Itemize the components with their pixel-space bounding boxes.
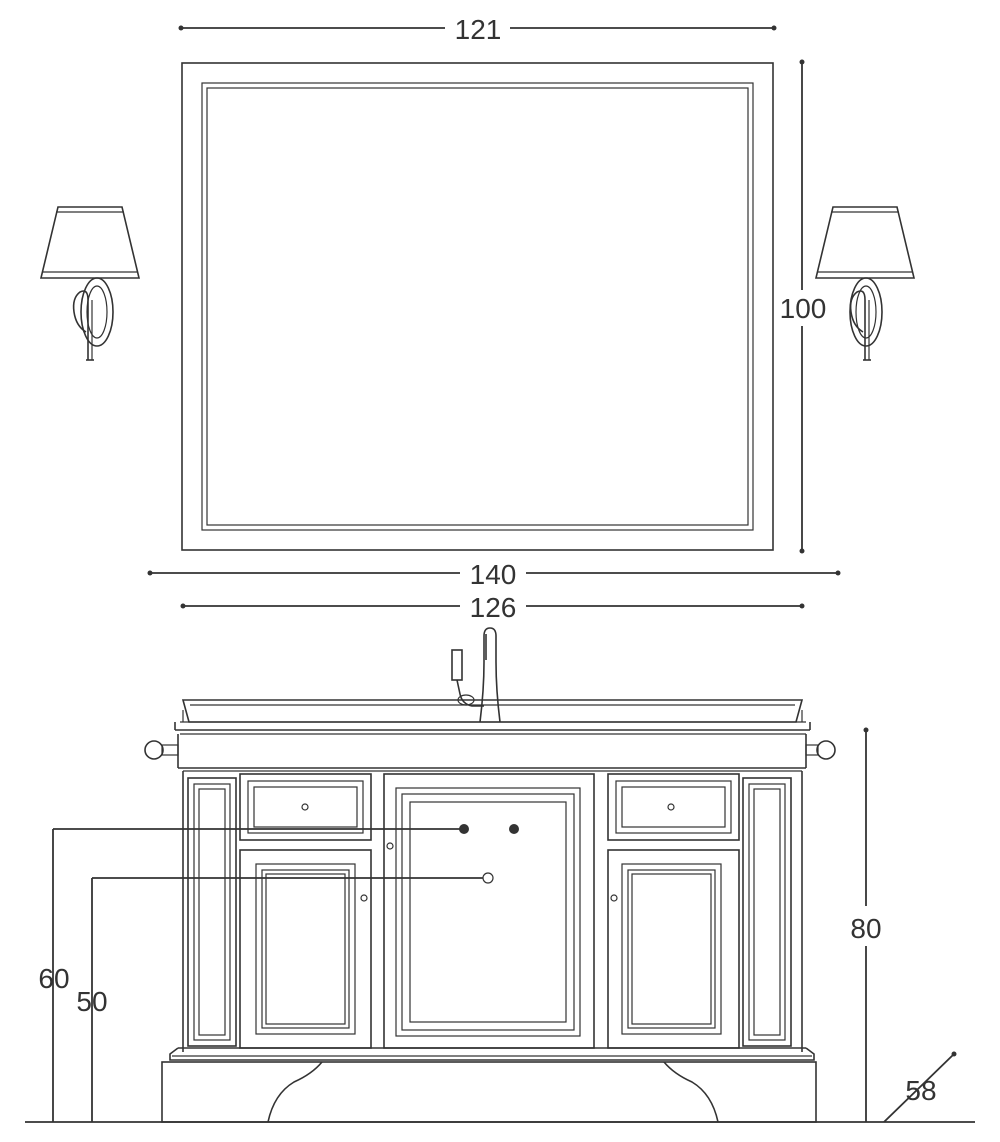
left-drawer	[239, 773, 372, 841]
left-towel-knob	[144, 740, 179, 760]
right-towel-knob	[805, 740, 836, 760]
right-door	[607, 849, 740, 1049]
cabinet-height-dimension: 80	[850, 727, 882, 1122]
depth-dimension: 58	[883, 1051, 957, 1123]
mirror-height-label: 100	[780, 293, 827, 324]
drain-height-b-label: 50	[76, 986, 107, 1017]
cabinet-width-label: 126	[470, 592, 517, 623]
overall-width-label: 140	[470, 559, 517, 590]
center-door	[383, 773, 595, 1049]
left-pilaster	[187, 777, 237, 1047]
right-drawer	[607, 773, 740, 841]
mirror-width-label: 121	[455, 14, 502, 45]
mirror	[181, 62, 774, 551]
drain-height-a-label: 60	[38, 963, 69, 994]
drain-height-a-dimension: 60	[38, 824, 519, 1122]
vanity-cabinet	[182, 771, 803, 1052]
overall-width-dimension: 140	[147, 559, 841, 590]
cabinet-height-label: 80	[850, 913, 881, 944]
cabinet-width-dimension: 126	[180, 592, 805, 623]
drain-height-b-dimension: 50	[76, 872, 494, 1122]
mirror-height-dimension: 100	[780, 59, 827, 554]
mirror-width-dimension: 121	[178, 14, 777, 45]
cabinet-base	[161, 1047, 817, 1123]
countertop	[174, 699, 811, 772]
left-door	[239, 849, 372, 1049]
depth-label: 58	[905, 1075, 936, 1106]
left-wall-lamp	[39, 206, 141, 361]
right-pilaster	[742, 777, 792, 1047]
right-wall-lamp	[814, 206, 916, 361]
faucet	[451, 627, 501, 723]
